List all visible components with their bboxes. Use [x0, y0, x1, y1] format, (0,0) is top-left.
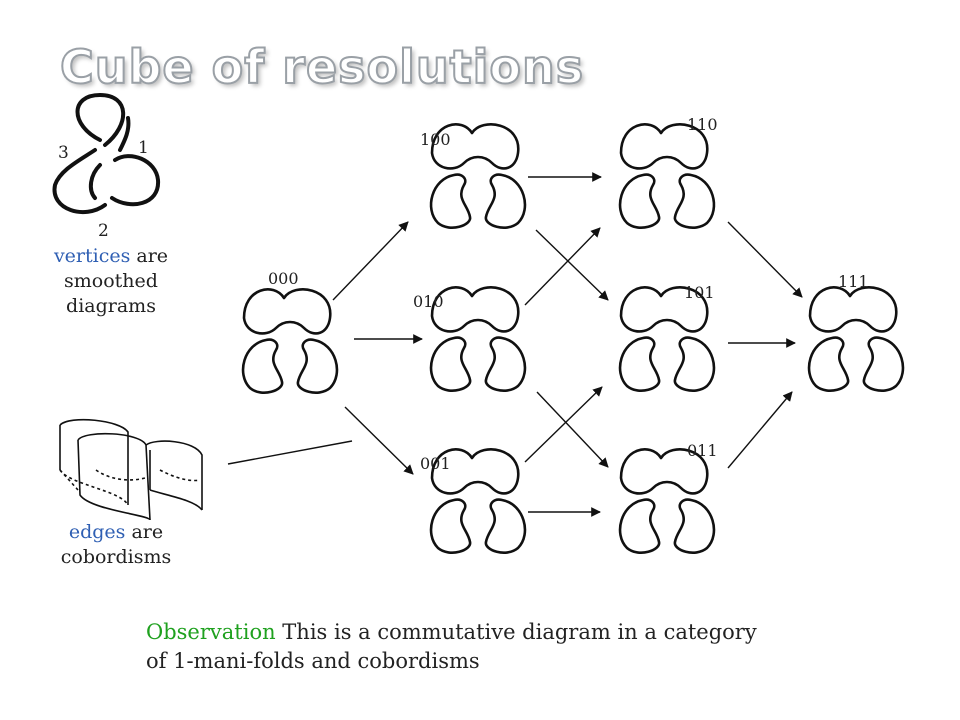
vertex-diagram-000 — [241, 288, 339, 394]
edge-001-101 — [524, 386, 603, 463]
vertex-diagram-011 — [618, 448, 716, 554]
vertices-caption-rest: are — [130, 245, 169, 267]
vertex-label-000: 000 — [268, 269, 299, 288]
page-title: Cube of resolutions — [59, 39, 585, 95]
vertex-diagram-010 — [429, 286, 527, 392]
diagram-arc — [807, 336, 850, 392]
edges-caption-line2: cobordisms — [60, 546, 172, 568]
edges-caption: edges are cobordisms — [36, 520, 196, 570]
diagram-arc — [673, 173, 716, 229]
diagram-arc — [429, 173, 472, 229]
edge-100-101 — [535, 229, 609, 301]
vertex-label-110: 110 — [687, 115, 718, 134]
vertex-diagram-111 — [807, 286, 905, 392]
diagram-arc — [430, 286, 520, 333]
vertex-label-101: 101 — [684, 283, 715, 302]
diagram-arc — [242, 288, 332, 335]
vertex-label-111: 111 — [838, 272, 869, 291]
vertex-label-011: 011 — [687, 441, 718, 460]
diagram-arc — [673, 498, 716, 554]
vertex-label-100: 100 — [420, 130, 451, 149]
cube-edges — [332, 172, 803, 517]
diagram-arc — [484, 336, 527, 392]
trefoil-knot — [52, 92, 161, 215]
vertex-diagram-110 — [618, 123, 716, 229]
diagram-arc — [618, 173, 661, 229]
diagram-arc — [429, 498, 472, 554]
trefoil-label-1: 1 — [138, 138, 149, 158]
vertex-label-001: 001 — [420, 454, 451, 473]
diagram-arc — [241, 338, 284, 394]
edge-011-111 — [727, 391, 793, 469]
trefoil-label-3: 3 — [58, 143, 69, 163]
diagram-arc — [862, 336, 905, 392]
edge-010-011 — [536, 391, 609, 468]
vertices-keyword: vertices — [53, 245, 131, 267]
edge-110-111 — [727, 221, 803, 298]
cobordism-sketch — [59, 418, 203, 521]
trefoil-label-2: 2 — [98, 221, 109, 241]
edge-000-100 — [332, 221, 409, 301]
diagram-arc — [296, 338, 339, 394]
diagram-arc — [618, 498, 661, 554]
diagram-arc — [429, 336, 472, 392]
vertex-diagram-101 — [618, 286, 716, 392]
observation-text: Observation This is a commutative diagra… — [146, 618, 906, 676]
vertices-caption-line3: diagrams — [66, 295, 156, 317]
diagram-arc — [484, 173, 527, 229]
edge-000-001 — [344, 406, 414, 475]
edge-010-110 — [524, 227, 601, 306]
diagram-arc — [673, 336, 716, 392]
observation-line1: This is a commutative diagram in a categ… — [275, 620, 757, 644]
edges-caption-rest: are — [125, 521, 164, 543]
observation-keyword: Observation — [146, 620, 276, 644]
diagram-arc — [808, 286, 898, 333]
edges-keyword: edges — [68, 521, 126, 543]
diagram-arc — [484, 498, 527, 554]
observation-line2: of 1-mani-folds and cobordisms — [146, 649, 480, 673]
vertices-caption-line2: smoothed — [64, 270, 158, 292]
vertex-label-010: 010 — [413, 292, 444, 311]
vertices-caption: vertices are smoothed diagrams — [36, 244, 186, 319]
diagram-arc — [618, 336, 661, 392]
cobordism-pointer-line — [227, 440, 353, 465]
